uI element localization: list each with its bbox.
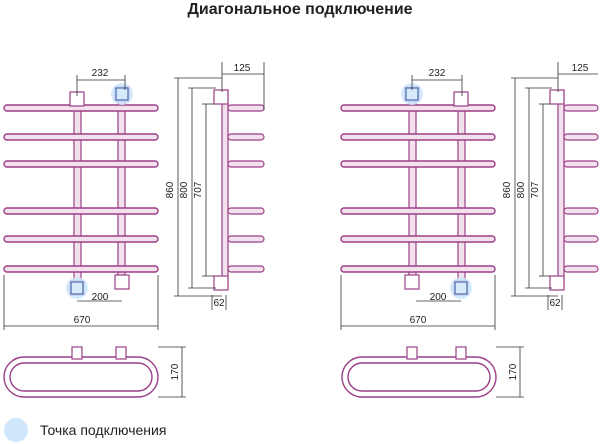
dim-height-axis: 800: [179, 181, 190, 198]
dim-height-total-right: 860: [502, 181, 513, 198]
legend: Точка подключения: [4, 418, 166, 442]
dim-width: 670: [74, 315, 91, 326]
top-view-right: 170: [341, 346, 524, 398]
top-view-left: 170: [3, 346, 186, 398]
dim-bottom-spacing-right: 200: [430, 292, 447, 303]
connection-point-legend-icon: [4, 418, 28, 442]
dim-height-inner-right: 707: [530, 181, 541, 198]
connection-point-bottom-left: [66, 277, 88, 299]
dim-top-spacing-right: 232: [429, 68, 446, 79]
legend-label: Точка подключения: [40, 422, 167, 438]
side-view-right: 125 860 800 707 62: [502, 62, 599, 310]
page-title: Диагональное подключение: [187, 1, 413, 18]
dim-width-right: 670: [410, 315, 427, 326]
dim-top-view-depth-right: 170: [508, 363, 519, 380]
dim-wall-offset: 62: [213, 298, 225, 309]
front-view-right: 232 200 670: [340, 68, 496, 330]
dim-top-view-depth: 170: [170, 363, 181, 380]
dim-bottom-spacing: 200: [92, 292, 109, 303]
dim-depth: 125: [234, 63, 251, 74]
dim-depth-right: 125: [572, 63, 589, 74]
front-view-left: 232 200 670: [3, 68, 159, 330]
dim-height-axis-right: 800: [516, 181, 527, 198]
dim-top-spacing: 232: [92, 68, 109, 79]
dim-height-inner: 707: [193, 181, 204, 198]
dim-height-total: 860: [165, 181, 176, 198]
connection-point-bottom-right: [450, 277, 472, 299]
side-view-left: 125 860 800 707 62: [165, 62, 265, 310]
dim-wall-offset-right: 62: [549, 298, 561, 309]
connection-point-top-right: [111, 83, 133, 105]
